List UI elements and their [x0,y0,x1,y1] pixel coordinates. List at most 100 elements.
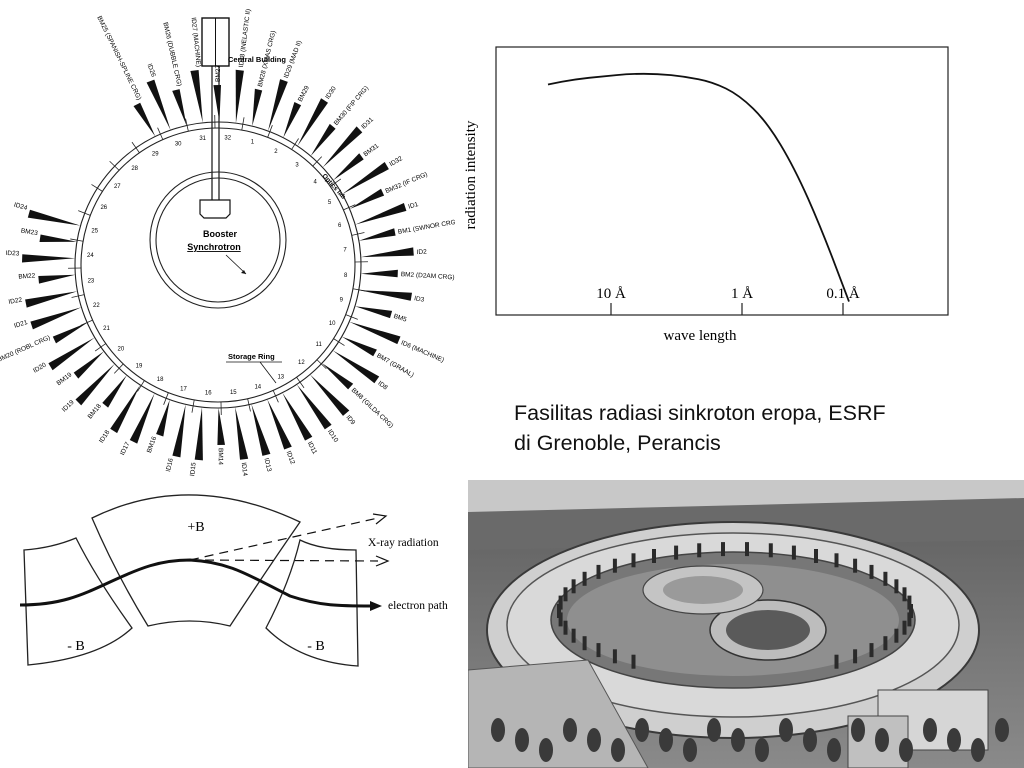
xray-beam-lower [189,559,379,562]
booster-ring-inner [155,177,281,303]
tree [834,553,839,568]
beamline-label: ID26 [146,63,157,79]
cell-number: 11 [316,342,323,348]
beamline-wedge [235,69,244,124]
beamline-label: ID24 [13,202,28,213]
cell-number: 2 [274,149,278,155]
beamline-label: ID3 [414,295,426,304]
beamline-wedge [251,404,271,456]
tree [631,654,636,669]
tree [571,628,576,643]
beamline-wedge [349,188,385,209]
beamline-label: ID10 [326,428,340,444]
cell-number: 7 [343,248,347,254]
beamline-wedge [296,384,332,430]
figure-caption: Fasilitas radiasi sinkroton eropa, ESRF … [514,398,984,458]
beamline-wedge [38,274,76,284]
wiggler-magnet-diagram: +B - B - B X-ray radiation electron path [19,494,448,667]
tree [869,564,874,579]
tree [902,620,907,635]
tree [491,718,505,742]
beamline-wedge [310,374,350,416]
beamline-label: BM32 (IF CRG) [384,171,428,195]
tree [894,628,899,643]
xray-beam-upper-arrow [372,513,388,525]
tree [768,543,773,558]
cell-tick [78,210,91,216]
tree [995,718,1009,742]
beamline-label: ID13 [262,457,272,472]
cell-number: 27 [114,184,121,190]
cell-number: 3 [295,162,299,168]
beamline-wedge [172,89,187,126]
caption-line-1: Fasilitas radiasi sinkroton eropa, ESRF [514,401,886,425]
tree [596,643,601,658]
cell-number: 5 [328,200,332,206]
tree [745,542,749,557]
beamline-label: ID23 [5,250,19,258]
tree [814,549,818,563]
cell-number: 31 [199,136,206,142]
tree [721,542,725,557]
beamline-wedge [349,321,401,345]
beamline-label: ID9 [344,414,356,427]
tree [558,595,563,610]
tree [853,558,858,573]
cell-number: 4 [313,180,317,186]
cell-number: 18 [157,377,164,383]
beamline-wedge [354,306,393,319]
electron-path-arrow [370,601,382,611]
beamline-wedge [297,98,328,147]
booster-pointer [225,254,247,275]
tree [779,718,793,742]
beamline-wedge [27,209,81,226]
tree [853,649,858,664]
cell-number: 16 [205,391,212,397]
tree [631,553,636,568]
electron-path-label: electron path [388,600,448,612]
beamline-wedge [146,79,171,131]
tree [894,579,899,594]
cell-tick [343,204,356,211]
beamline-wedge [268,79,288,131]
beamline-label: BM23 [20,227,38,237]
x-tick-label: 0.1 Å [826,286,860,302]
tree [652,549,656,563]
tree [515,728,529,752]
tree [563,587,568,602]
beamline-label: ID8 [376,380,389,392]
cell-number: 19 [136,364,143,370]
cell-number: 32 [224,135,231,141]
beamline-wedge [322,126,363,168]
beamline-wedge [194,407,203,461]
cell-tick [191,399,195,413]
tree [582,636,587,651]
cell-tick [241,117,245,131]
beamline-label: BM26 (DUBBLE CRG) [161,22,182,87]
beamline-wedge [267,399,292,450]
cell-tick [333,338,345,346]
x-tick-label: 1 Å [731,286,753,302]
beamline-wedge [360,247,414,258]
x-tick-label: 10 Å [596,286,626,302]
tree [827,738,841,762]
tree [635,718,649,742]
storage-ring-cell-numbers: 1234567891011121314151617181920212223242… [87,135,348,396]
cell-number: 20 [118,346,125,352]
tree [612,558,617,573]
esrf-aerial-photo [468,480,1024,768]
tree [851,718,865,742]
minus-b-left-label: - B [67,639,85,654]
cell-tick [316,359,327,370]
cell-number: 14 [254,385,261,391]
cell-number: 12 [298,360,305,366]
beamline-wedge [283,102,302,138]
beamline-wedge [190,70,203,123]
beamline-label: BM14 [217,448,224,465]
beamline-label: BM22 [18,272,36,280]
beamline-wedge [133,102,156,137]
cell-number: 17 [180,386,187,392]
tree [947,728,961,752]
tree [697,543,702,558]
beamline-wedge [355,203,407,225]
